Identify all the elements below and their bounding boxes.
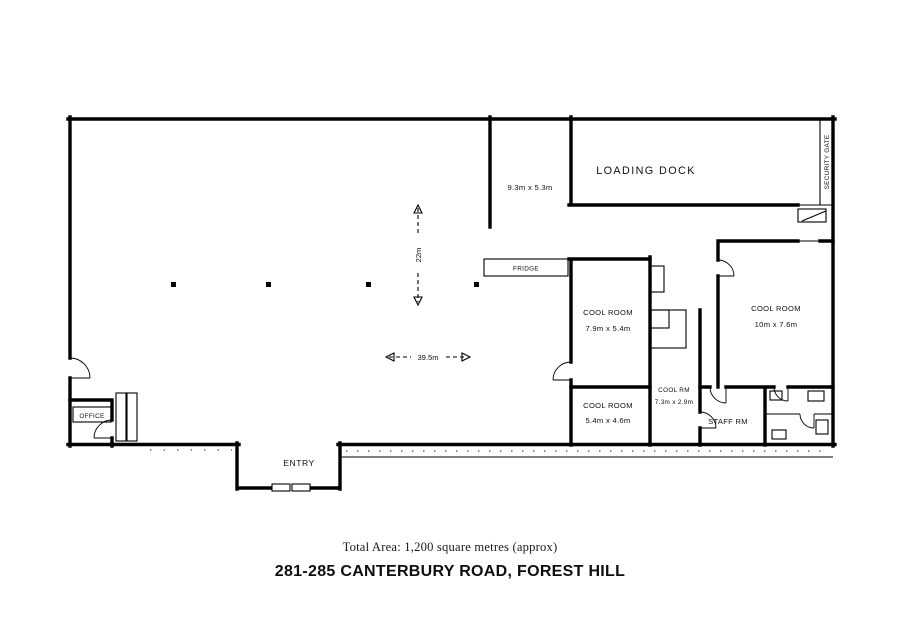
column-3 — [366, 282, 371, 287]
office-label: OFFICE — [79, 413, 104, 420]
stair-rail-2 — [126, 392, 138, 442]
entry-door-panel-2 — [291, 483, 311, 492]
cool-room-a-dims: 7.9m x 5.4m — [585, 324, 630, 333]
door-swings — [69, 259, 815, 439]
compressor-unit-1 — [650, 265, 665, 293]
cool-room-b-walls — [716, 239, 835, 389]
toilet-fixture-3 — [815, 419, 829, 435]
footer: Total Area: 1,200 square metres (approx)… — [275, 540, 625, 580]
toilet-fixture-2 — [769, 390, 783, 401]
door-office — [93, 419, 113, 439]
cool-rm-name: COOL RM — [658, 387, 690, 394]
column-4 — [474, 282, 479, 287]
staff-rm-label: STAFF RM — [708, 417, 748, 426]
columns — [171, 282, 479, 287]
cool-rm-strip-walls — [648, 255, 702, 447]
dock-ramp — [801, 210, 827, 222]
dock-step — [797, 208, 827, 223]
entry-door-panel-1 — [271, 483, 291, 492]
stair-rail-1 — [115, 392, 127, 442]
door-cool-rm-strip — [699, 411, 717, 429]
bay-dims-label: 9.3m x 5.3m — [507, 183, 552, 192]
column-2 — [266, 282, 271, 287]
inner-walls — [68, 115, 835, 448]
room-labels: LOADING DOCK SECURITY GATE 9.3m x 5.3m F… — [79, 135, 831, 468]
fridge-label: FRIDGE — [513, 266, 539, 273]
office-walls — [68, 398, 114, 448]
total-area-text: Total Area: 1,200 square metres (approx) — [343, 540, 558, 554]
details — [72, 119, 833, 492]
door-toilet-inner — [799, 413, 815, 429]
security-gate-label: SECURITY GATE — [824, 135, 831, 190]
door-left-wall — [69, 357, 91, 379]
entry-recess-walls — [235, 441, 342, 491]
width-dim-label: 39.5m — [417, 353, 438, 362]
rooms-divider-wall — [569, 385, 835, 447]
office-label-box — [72, 406, 112, 423]
entry-label: ENTRY — [283, 458, 314, 468]
dimension-lines — [384, 203, 472, 362]
cool-room-c-dims: 5.4m x 4.6m — [585, 416, 630, 425]
cool-room-c-name: COOL ROOM — [583, 401, 633, 410]
page-title: 281-285 CANTERBURY ROAD, FOREST HILL — [275, 563, 625, 580]
cool-room-b-name: COOL ROOM — [751, 304, 801, 313]
door-cool-room-a — [552, 361, 572, 381]
column-1 — [171, 282, 176, 287]
cool-rm-dims: 7.3m x 2.9m — [655, 399, 693, 406]
width-dim-arrows — [384, 352, 472, 362]
loading-dock-walls — [567, 115, 800, 207]
loading-dock-label: LOADING DOCK — [596, 165, 696, 177]
cool-room-a-name: COOL ROOM — [583, 308, 633, 317]
outer-walls — [66, 115, 837, 491]
cool-room-b-dims: 10m x 7.6m — [755, 320, 798, 329]
toilet-fixture-1 — [807, 390, 825, 402]
fridge-box — [483, 258, 569, 277]
compressor-unit-3 — [650, 309, 670, 329]
depth-dim-arrows — [413, 203, 423, 307]
door-toilet — [773, 386, 789, 402]
depth-dim-label: 22m — [414, 248, 423, 263]
toilet-fixture-4 — [771, 429, 787, 440]
door-cool-room-b — [717, 259, 735, 277]
cool-room-a-walls — [567, 257, 652, 447]
door-staff-rm — [709, 386, 727, 404]
